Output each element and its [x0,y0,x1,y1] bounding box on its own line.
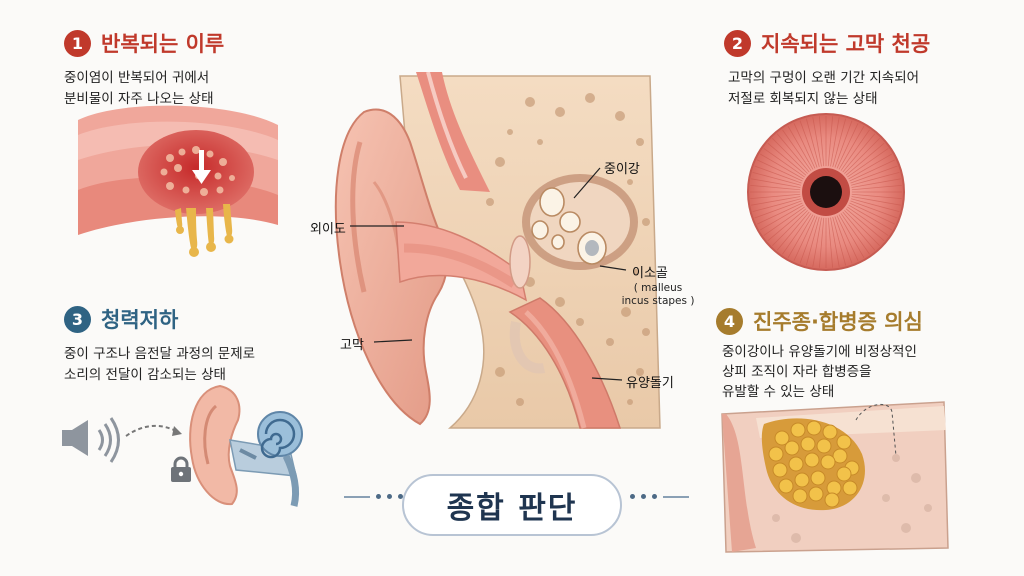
label-middle-ear: 중이강 [604,162,640,177]
summary-decoration-left [344,494,403,499]
section-1-heading: 1 반복되는 이루 [64,28,224,58]
section-4-number: 4 [716,307,743,335]
cholesteatoma-illustration [721,401,949,553]
label-eardrum: 고막 [340,338,364,353]
otorrhea-illustration [78,105,278,257]
perforated-eardrum-illustration [747,113,905,271]
summary-decoration-right [630,494,689,499]
section-4-title: 진주종·합병증 의심 [753,310,923,334]
section-2-title: 지속되는 고막 천공 [761,32,931,56]
section-3-title: 청력저하 [101,308,179,332]
section-1-title: 반복되는 이루 [101,32,225,56]
section-3-desc: 중이 구조나 음전달 과정의 문제로 소리의 전달이 감소되는 상태 [64,346,256,383]
sound-waves-icon [97,417,120,463]
section-4-heading: 4 진주종·합병증 의심 [716,306,923,336]
section-3: 3 청력저하 중이 구조나 음전달 과정의 문제로 소리의 전달이 감소되는 상… [64,304,255,386]
section-2-heading: 2 지속되는 고막 천공 [724,28,930,58]
lock-icon [171,456,191,482]
section-4: 4 진주종·합병증 의심 중이강이나 유양돌기에 비정상적인 상피 조직이 자라… [716,306,923,402]
section-2-number: 2 [724,29,751,57]
label-ossicles: 이소골 [632,266,668,281]
section-1-number: 1 [64,29,91,57]
dashed-arrow-icon [125,425,182,437]
section-2: 2 지속되는 고막 천공 고막의 구멍이 오랜 기간 지속되어 저절로 회복되지… [724,28,930,110]
label-mastoid: 유양돌기 [626,376,674,391]
section-1: 1 반복되는 이루 중이염이 반복되어 귀에서 분비물이 자주 나오는 상태 [64,28,224,110]
section-4-desc: 중이강이나 유양돌기에 비정상적인 상피 조직이 자라 합병증을 유발할 수 있… [722,344,917,400]
speaker-icon [62,420,88,456]
section-2-desc: 고막의 구멍이 오랜 기간 지속되어 저절로 회복되지 않는 상태 [728,70,920,107]
hearing-loss-ear-illustration [189,384,303,507]
ear-anatomy-diagram [334,71,661,429]
label-ossicles-sub: ( malleus incus stapes ) [621,282,695,307]
section-3-heading: 3 청력저하 [64,304,255,334]
summary-pill: 종합 판단 [402,474,622,536]
section-1-desc: 중이염이 반복되어 귀에서 분비물이 자주 나오는 상태 [64,70,214,107]
section-3-number: 3 [64,305,91,333]
label-ear-canal: 외이도 [310,222,346,237]
